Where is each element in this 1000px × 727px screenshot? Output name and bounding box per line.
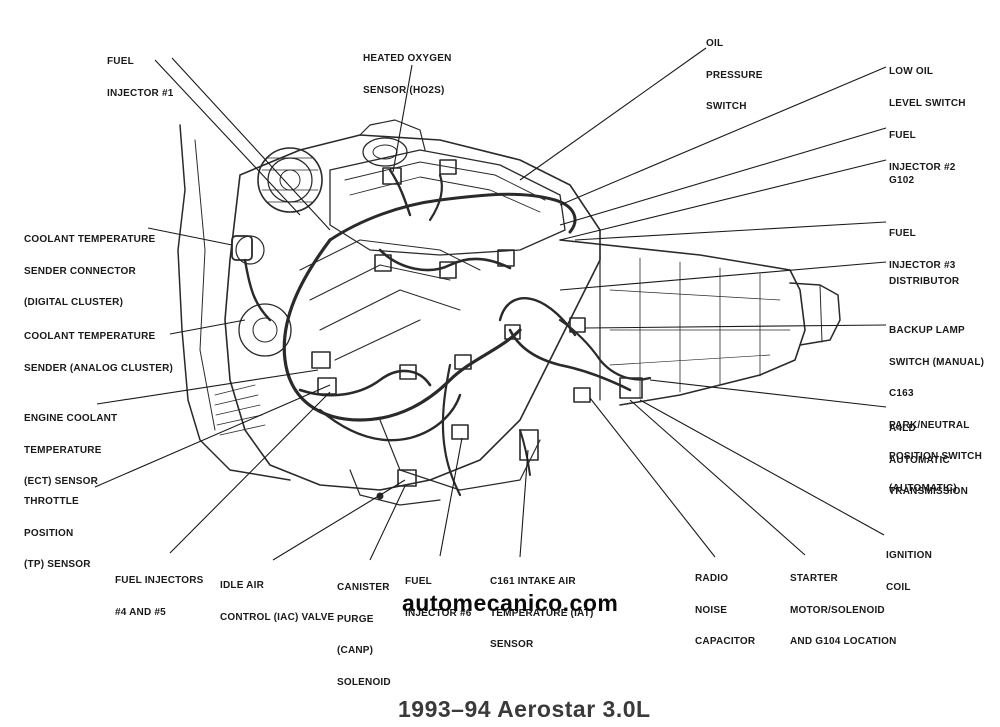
label-heated-oxygen-sensor: HEATED OXYGEN SENSOR (HO2S) bbox=[363, 53, 452, 96]
label-oil-pressure-switch: OIL PRESSURE SWITCH bbox=[706, 38, 763, 112]
label-fuel-injector-1: FUEL INJECTOR #1 bbox=[107, 56, 174, 99]
label-throttle-position-sensor: THROTTLE POSITION (TP) SENSOR bbox=[24, 496, 91, 570]
label-fuel-injector-3: FUEL INJECTOR #3 bbox=[889, 228, 956, 271]
label-a4ld-transmission: A4LD AUTOMATIC TRANSMISSION bbox=[889, 423, 969, 497]
label-ignition-coil: IGNITION COIL bbox=[886, 550, 933, 593]
label-radio-noise-capacitor: RADIO NOISE CAPACITOR bbox=[695, 573, 756, 647]
engine-illustration bbox=[177, 119, 841, 506]
diagram-caption: 1993–94 Aerostar 3.0L bbox=[398, 696, 651, 722]
label-coolant-temp-sender-analog: COOLANT TEMPERATURE SENDER (ANALOG CLUST… bbox=[24, 331, 174, 374]
label-g102: G102 bbox=[889, 175, 915, 186]
label-idle-air-control-valve: IDLE AIR CONTROL (IAC) VALVE bbox=[220, 580, 335, 623]
watermark-text: automecanico.com bbox=[402, 590, 619, 616]
label-intake-air-temp-sensor: C161 INTAKE AIR TEMPERATURE (IAT) SENSOR bbox=[490, 576, 594, 650]
label-ect-sensor: ENGINE COOLANT TEMPERATURE (ECT) SENSOR bbox=[24, 413, 118, 487]
label-fuel-injector-6: FUEL INJECTOR #6 bbox=[405, 576, 472, 619]
label-starter-motor: STARTER MOTOR/SOLENOID AND G104 LOCATION bbox=[790, 573, 897, 647]
label-coolant-temp-sender-connector: COOLANT TEMPERATURE SENDER CONNECTOR (DI… bbox=[24, 234, 156, 308]
label-distributor: DISTRIBUTOR bbox=[889, 276, 960, 287]
leader-lines bbox=[94, 47, 887, 561]
label-backup-lamp-switch: BACKUP LAMP SWITCH (MANUAL) C163 PARK/NE… bbox=[889, 325, 985, 494]
label-canister-purge-solenoid: CANISTER PURGE (CANP) SOLENOID bbox=[337, 582, 391, 688]
label-fuel-injector-2: FUEL INJECTOR #2 bbox=[889, 130, 956, 173]
label-fuel-injectors-4-5: FUEL INJECTORS #4 AND #5 bbox=[115, 575, 204, 618]
label-low-oil-level-switch: LOW OIL LEVEL SWITCH bbox=[889, 66, 966, 109]
